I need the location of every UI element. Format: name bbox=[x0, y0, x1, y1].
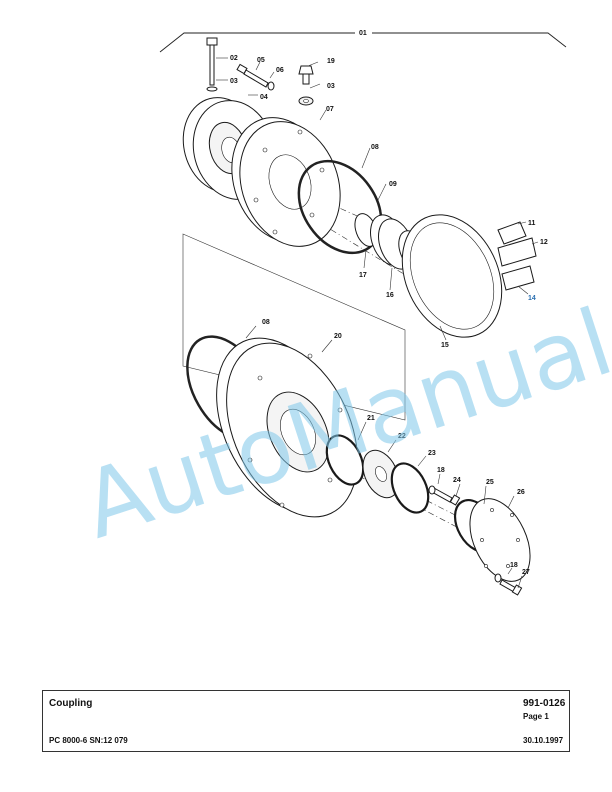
label-04: 04 bbox=[260, 94, 268, 101]
label-19: 19 bbox=[327, 58, 335, 65]
document-title: Coupling bbox=[49, 698, 93, 709]
label-01: 01 bbox=[359, 30, 367, 37]
screw-27 bbox=[494, 573, 523, 596]
exploded-parts-diagram: 01 02 05 06 19 03 03 04 07 08 09 11 12 1… bbox=[70, 30, 612, 596]
bolt-02 bbox=[206, 37, 218, 92]
label-25: 25 bbox=[486, 479, 494, 486]
label-24: 24 bbox=[453, 477, 461, 484]
flange-07 bbox=[231, 117, 341, 247]
label-09: 09 bbox=[389, 181, 397, 188]
label-18-lower: 18 bbox=[510, 562, 518, 569]
label-23: 23 bbox=[428, 450, 436, 457]
document-date: 30.10.1997 bbox=[523, 736, 564, 745]
label-18-upper: 18 bbox=[437, 467, 445, 474]
label-21: 21 bbox=[367, 415, 375, 422]
blocks-11-12-14 bbox=[497, 221, 537, 291]
label-27: 27 bbox=[522, 569, 530, 576]
label-26: 26 bbox=[517, 489, 525, 496]
title-block: Coupling 991-0126 Page 1 PC 8000-6 SN:12… bbox=[42, 690, 570, 752]
cover-26 bbox=[469, 498, 531, 582]
screw-05 bbox=[236, 63, 275, 91]
assembly-bracket bbox=[159, 32, 567, 53]
leader-lines bbox=[216, 57, 539, 589]
machine-model: PC 8000-6 SN:12 079 bbox=[49, 736, 128, 745]
ring-15 bbox=[401, 214, 503, 338]
document-number: 991-0126 bbox=[523, 698, 566, 709]
label-03-right: 03 bbox=[327, 83, 335, 90]
ring-23 bbox=[390, 462, 430, 514]
label-02: 02 bbox=[230, 55, 238, 62]
label-11: 11 bbox=[528, 220, 536, 227]
part-labels: 01 02 05 06 19 03 03 04 07 08 09 11 12 1… bbox=[230, 30, 548, 576]
label-16: 16 bbox=[386, 292, 394, 299]
o-ring-08-upper bbox=[297, 159, 383, 255]
label-03-left: 03 bbox=[230, 78, 238, 85]
label-20: 20 bbox=[334, 333, 342, 340]
label-06: 06 bbox=[276, 67, 284, 74]
panel-outline bbox=[182, 233, 406, 421]
label-22: 22 bbox=[398, 433, 406, 440]
bolt-19 bbox=[298, 65, 314, 106]
label-12: 12 bbox=[540, 239, 548, 246]
page-number: Page 1 bbox=[523, 712, 549, 721]
label-08-lower: 08 bbox=[262, 319, 270, 326]
flange-20 bbox=[216, 337, 358, 518]
label-17: 17 bbox=[359, 272, 367, 279]
label-08-upper: 08 bbox=[371, 144, 379, 151]
label-07: 07 bbox=[326, 106, 334, 113]
watermark: AutoManual bbox=[70, 288, 612, 559]
disc-22 bbox=[362, 449, 400, 499]
ring-21 bbox=[325, 434, 365, 486]
label-14: 14 bbox=[528, 295, 536, 302]
label-15: 15 bbox=[441, 342, 449, 349]
label-05: 05 bbox=[257, 57, 265, 64]
screw-24 bbox=[428, 485, 461, 506]
